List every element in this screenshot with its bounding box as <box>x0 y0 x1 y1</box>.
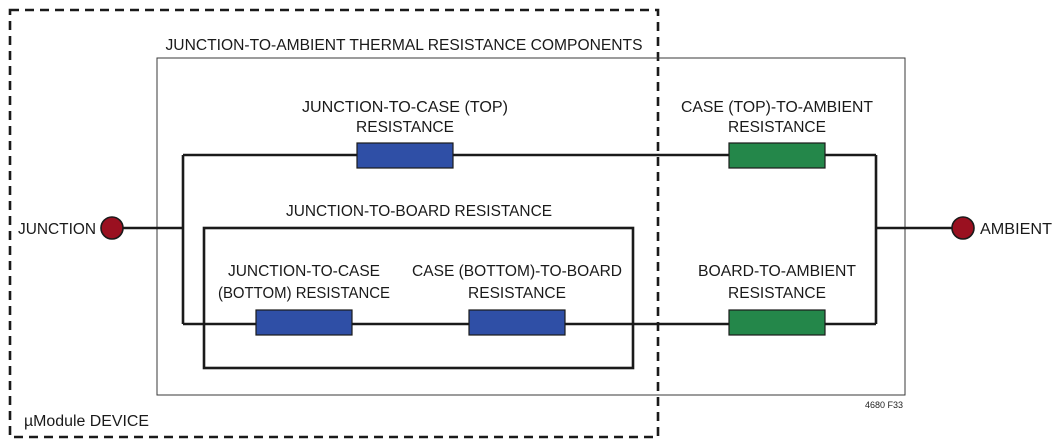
junction-to-case-top-label-line1: JUNCTION-TO-CASE (TOP) <box>302 99 508 116</box>
umodule-device-boundary <box>8 8 660 439</box>
junction-to-case-bottom-label-line1: JUNCTION-TO-CASE <box>228 263 380 280</box>
umodule-device-label: µModule DEVICE <box>24 413 149 430</box>
components-title: JUNCTION-TO-AMBIENT THERMAL RESISTANCE C… <box>166 37 643 54</box>
junction-to-case-bottom-label-line2: (BOTTOM) RESISTANCE <box>218 285 390 302</box>
ambient-label: AMBIENT <box>980 221 1053 238</box>
board-to-ambient-label-line2: RESISTANCE <box>728 285 826 302</box>
figure-id-label: 4680 F33 <box>865 400 903 410</box>
junction-label: JUNCTION <box>18 221 96 238</box>
case-top-to-ambient-label-line2: RESISTANCE <box>728 119 826 136</box>
case-top-to-ambient-resistor <box>728 142 826 169</box>
junction-to-case-top-resistor <box>356 142 454 169</box>
junction-to-board-box <box>202 226 635 370</box>
case-top-to-ambient-label-line1: CASE (TOP)-TO-AMBIENT <box>681 99 874 116</box>
junction-node <box>100 216 124 240</box>
junction-to-board-title: JUNCTION-TO-BOARD RESISTANCE <box>286 203 552 220</box>
board-to-ambient-resistor <box>728 309 826 336</box>
components-box <box>156 57 906 396</box>
ambient-node <box>951 216 975 240</box>
case-bottom-to-board-resistor <box>468 309 566 336</box>
case-bottom-to-board-label-line2: RESISTANCE <box>468 285 566 302</box>
junction-to-case-bottom-resistor <box>255 309 353 336</box>
board-to-ambient-label-line1: BOARD-TO-AMBIENT <box>698 263 857 280</box>
junction-to-case-top-label-line2: RESISTANCE <box>356 119 454 136</box>
case-bottom-to-board-label-line1: CASE (BOTTOM)-TO-BOARD <box>412 263 622 280</box>
